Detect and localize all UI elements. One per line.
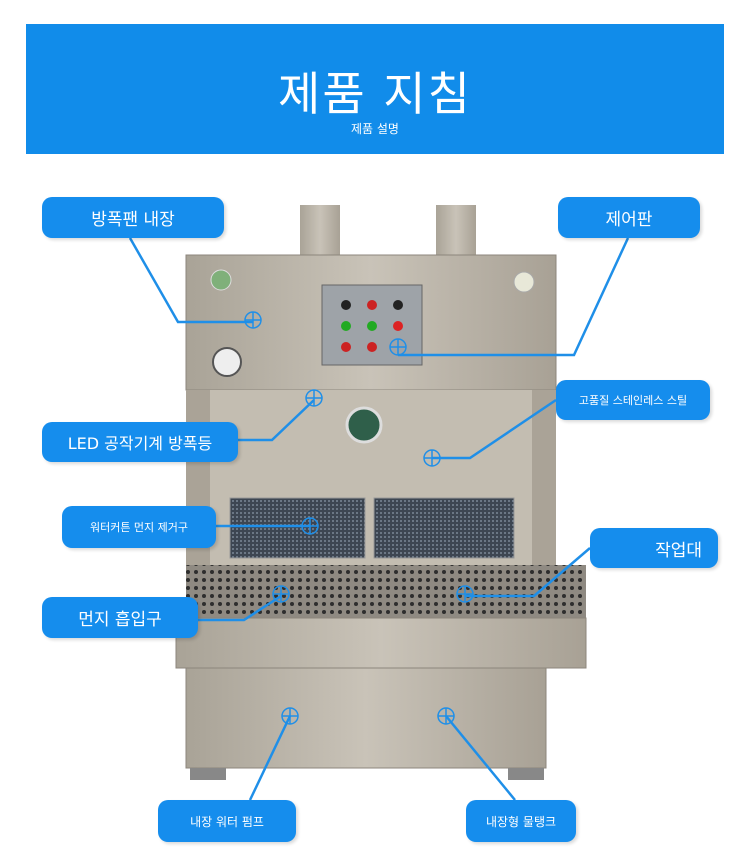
callout-lines — [128, 237, 630, 801]
pressure-gauge — [212, 347, 242, 377]
label-led-lamp: LED 공작기계 방폭등 — [42, 422, 238, 462]
crosshair-markers — [244, 311, 474, 725]
label-text: 먼지 흡입구 — [78, 610, 162, 630]
header-banner: 제품 지침 제품 설명 — [26, 24, 724, 154]
label-text: 방폭팬 내장 — [91, 210, 175, 230]
perforated-bench — [186, 565, 586, 620]
label-text: 내장형 물탱크 — [485, 814, 557, 829]
badge-right — [513, 271, 535, 293]
water-curtain-left — [229, 497, 366, 559]
label-control-panel: 제어판 — [558, 197, 700, 238]
page-title: 제품 지침 — [278, 67, 472, 121]
water-curtain-right — [373, 497, 515, 559]
label-workbench: 작업대 — [590, 528, 718, 568]
label-water-curtain: 워터커튼 먼지 제거구 — [62, 506, 216, 548]
label-text: 내장 워터 펌프 — [190, 814, 264, 829]
label-water-tank: 내장형 물탱크 — [466, 800, 576, 842]
label-dust-inlet: 먼지 흡입구 — [42, 597, 198, 638]
control-buttons — [341, 300, 403, 352]
label-water-pump: 내장 워터 펌프 — [158, 800, 296, 842]
label-fan: 방폭팬 내장 — [42, 197, 224, 238]
label-text: LED 공작기계 방폭등 — [67, 434, 213, 453]
label-text: 고품질 스테인레스 스틸 — [578, 394, 688, 407]
label-stainless-steel: 고품질 스테인레스 스틸 — [556, 380, 710, 420]
chimney-right — [436, 205, 476, 257]
label-text: 워터커튼 먼지 제거구 — [89, 521, 189, 534]
chimney-left — [300, 205, 340, 257]
label-text: 제어판 — [605, 210, 653, 230]
lower-cabinet — [185, 667, 547, 769]
badge-left — [210, 269, 232, 291]
emblem — [345, 406, 383, 444]
page-subtitle: 제품 설명 — [351, 122, 399, 136]
label-text: 작업대 — [655, 540, 702, 561]
